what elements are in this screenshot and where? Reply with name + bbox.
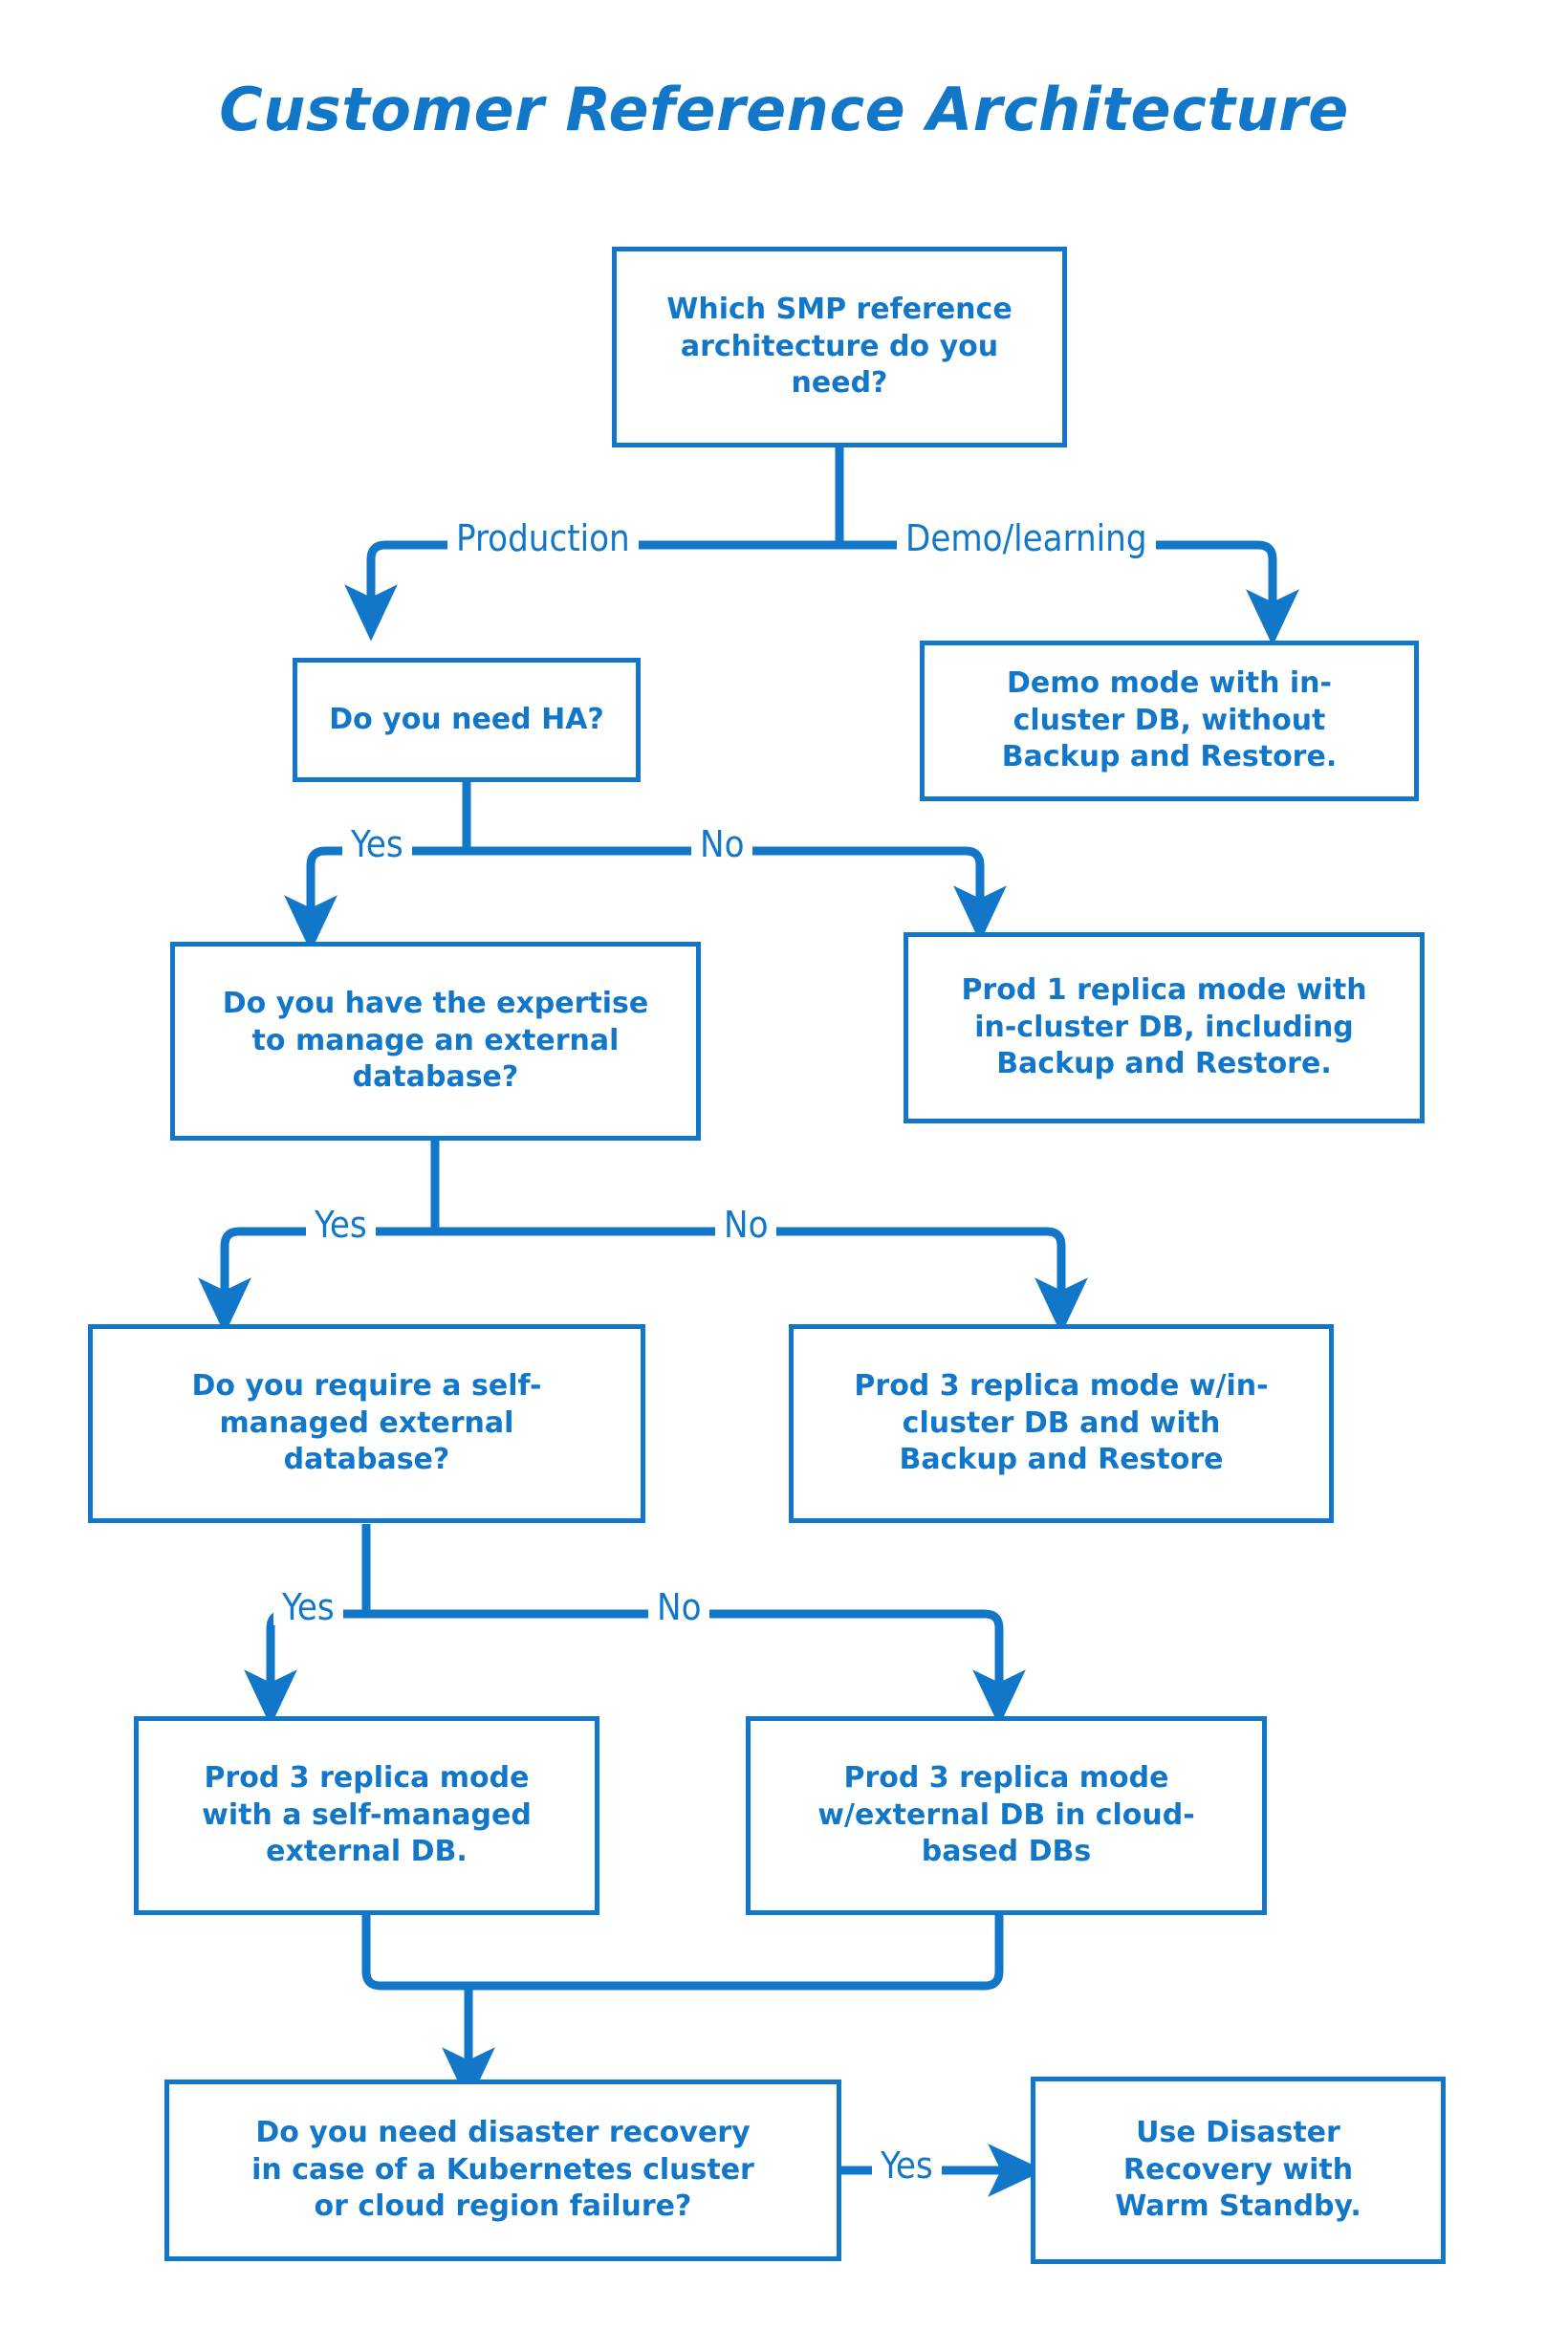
node-label: Do you need disaster recovery in case of… xyxy=(251,2116,754,2224)
edge-label-production: Production xyxy=(447,520,639,556)
node-do-you-need-ha[interactable]: Do you need HA? xyxy=(293,658,641,782)
node-require-self-managed-external-db[interactable]: Do you require a self- managed external … xyxy=(88,1324,645,1523)
edge-prod3cloud-down xyxy=(468,1915,1004,1991)
node-label: Prod 3 replica mode w/in- cluster DB and… xyxy=(854,1369,1269,1477)
node-use-disaster-recovery-warm-standby[interactable]: Use Disaster Recovery with Warm Standby. xyxy=(1031,2077,1446,2264)
node-label: Prod 3 replica mode w/external DB in clo… xyxy=(817,1761,1195,1869)
node-prod-3-replica-cloud-based-db[interactable]: Prod 3 replica mode w/external DB in clo… xyxy=(746,1716,1267,1915)
edge-label-ha-yes: Yes xyxy=(342,826,412,862)
node-expertise-external-database[interactable]: Do you have the expertise to manage an e… xyxy=(170,942,701,1141)
node-need-disaster-recovery[interactable]: Do you need disaster recovery in case of… xyxy=(164,2080,841,2261)
edge-label-dr-yes: Yes xyxy=(872,2147,942,2184)
node-label: Which SMP reference architecture do you … xyxy=(666,293,1013,401)
node-prod-3-replica-in-cluster-db[interactable]: Prod 3 replica mode w/in- cluster DB and… xyxy=(789,1324,1334,1523)
node-demo-mode-in-cluster-db[interactable]: Demo mode with in- cluster DB, without B… xyxy=(920,641,1419,801)
edge-label-expertise-no: No xyxy=(715,1207,777,1243)
node-which-smp-reference-architecture[interactable]: Which SMP reference architecture do you … xyxy=(612,247,1067,447)
node-label: Do you have the expertise to manage an e… xyxy=(222,987,649,1095)
node-label: Do you require a self- managed external … xyxy=(191,1369,542,1477)
node-label: Prod 1 replica mode with in-cluster DB, … xyxy=(961,973,1367,1081)
edge-label-selfmgd-yes: Yes xyxy=(273,1589,343,1625)
node-prod-1-replica-mode[interactable]: Prod 1 replica mode with in-cluster DB, … xyxy=(904,932,1425,1123)
node-label: Do you need HA? xyxy=(329,702,604,736)
node-prod-3-replica-self-managed-db[interactable]: Prod 3 replica mode with a self-managed … xyxy=(134,1716,599,1915)
node-label: Use Disaster Recovery with Warm Standby. xyxy=(1115,2116,1361,2224)
node-label: Prod 3 replica mode with a self-managed … xyxy=(202,1761,532,1869)
edge-label-selfmgd-no: No xyxy=(648,1589,710,1625)
edge-label-expertise-yes: Yes xyxy=(306,1207,376,1243)
edge-label-ha-no: No xyxy=(691,826,753,862)
edge-prod3self-down xyxy=(361,1915,468,1991)
node-label: Demo mode with in- cluster DB, without B… xyxy=(1001,666,1338,774)
page-title: Customer Reference Architecture xyxy=(219,75,1349,144)
edge-label-demo-learning: Demo/learning xyxy=(897,520,1156,556)
